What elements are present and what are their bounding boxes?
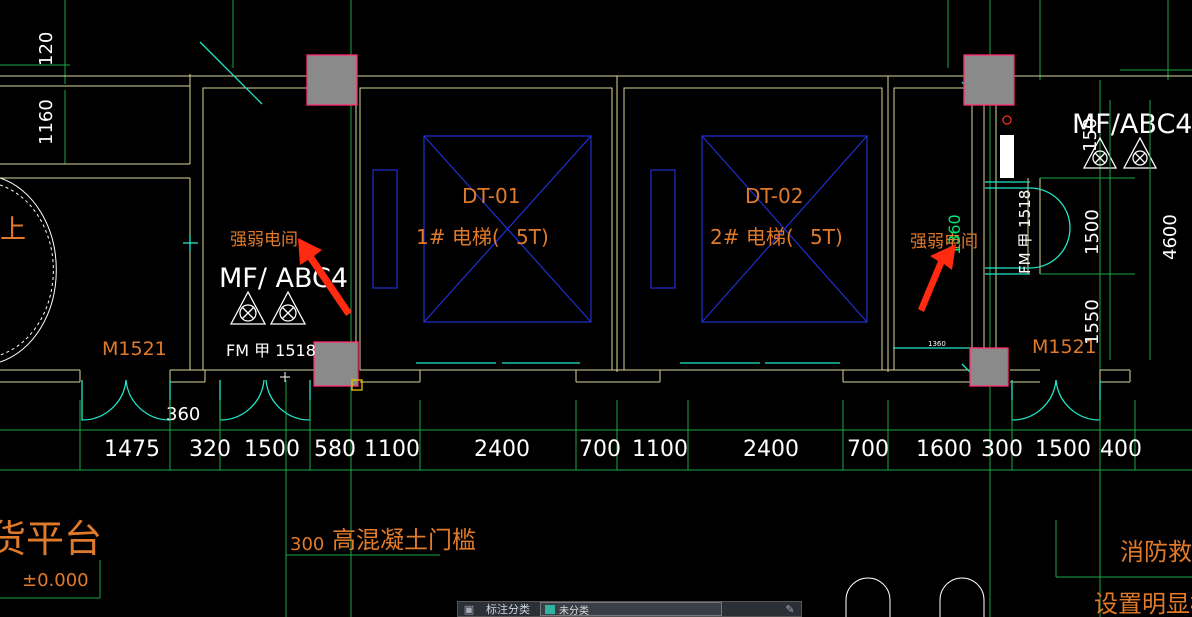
right-dim-150: 150: [1080, 118, 1101, 152]
dim-1500-2: 1500: [1035, 437, 1091, 462]
platform-label: 货平台: [0, 517, 102, 561]
door-partial-dim: 360: [166, 404, 200, 425]
category-selected-value: 未分类: [559, 605, 589, 617]
layer-icon[interactable]: ▣: [463, 602, 475, 616]
right-dim-1500: 1500: [1082, 209, 1103, 255]
right-red-marker: [1002, 115, 1012, 125]
crosshair-marker: [280, 372, 290, 382]
annotation-category-label: 标注分类: [486, 603, 530, 616]
door-left-label: M1521: [102, 338, 167, 360]
annotation-category-toolbar: ▣ 标注分类 未分类 ✎: [457, 601, 802, 617]
door-right-label: M1521: [1032, 336, 1097, 358]
right-white-block: [1000, 135, 1014, 178]
left-dim-1160: 1160: [36, 99, 57, 145]
right-room-vertical-dim: 1360: [945, 214, 964, 255]
dim-1500: 1500: [244, 437, 300, 462]
small-dim: 1360: [928, 340, 946, 348]
bottom-dims: 1475 320 1500 580 1100 2400 700 1100 240…: [104, 437, 1142, 462]
bottom-dim-line: [0, 400, 1192, 470]
sill-text: 高混凝土门槛: [332, 526, 476, 554]
dim-1100: 1100: [364, 437, 420, 462]
dim-700: 700: [579, 437, 621, 462]
category-select[interactable]: 未分类: [540, 602, 722, 617]
right-dim-lines: [1040, 100, 1151, 360]
platform-elevation: ±0.000: [22, 570, 89, 591]
extinguisher-right-label: MF/ABC4: [1072, 109, 1192, 140]
elevator-2-capacity: 5T): [810, 225, 843, 249]
dim-320: 320: [189, 437, 231, 462]
left-dim-120: 120: [36, 32, 57, 66]
elevator-1-code: DT-01: [462, 184, 520, 208]
category-color-swatch: [545, 604, 555, 614]
dim-580: 580: [314, 437, 356, 462]
dim-300: 300: [981, 437, 1023, 462]
edit-icon[interactable]: ✎: [785, 602, 795, 616]
dim-1100-2: 1100: [632, 437, 688, 462]
dim-700-2: 700: [847, 437, 889, 462]
right-dim-1550: 1550: [1082, 299, 1103, 345]
fire-door-left-label: FM 甲 1518: [226, 341, 316, 360]
left-room-label: 强弱电间: [230, 230, 298, 250]
dim-2400-2: 2400: [743, 437, 799, 462]
structural-columns: [306, 54, 1015, 387]
right-dim-4600: 4600: [1160, 214, 1181, 260]
dim-400: 400: [1100, 437, 1142, 462]
right-room-label: 强弱电间: [910, 232, 978, 252]
elevator-1-capacity: 5T): [516, 225, 549, 249]
left-stair-char: 上: [0, 215, 26, 245]
fire-door-right-label: FM 甲 1518: [1016, 190, 1034, 274]
elevator-2-code: DT-02: [745, 184, 803, 208]
right-note-2: 设置明显标志: [1094, 590, 1192, 617]
elevator-2-label: 2# 电梯(: [710, 225, 794, 249]
left-stair-curve: [0, 177, 57, 363]
grip-marker[interactable]: [351, 379, 363, 391]
extinguisher-left-symbol: [229, 290, 307, 325]
extinguisher-right-symbol: [1082, 136, 1158, 169]
dim-2400: 2400: [474, 437, 530, 462]
elevator-shafts: [372, 135, 868, 323]
bottom-arcs: [845, 577, 985, 617]
right-note-1: 消防救援: [1120, 538, 1192, 566]
red-arrow-icon: [298, 238, 352, 316]
dim-1600: 1600: [916, 437, 972, 462]
dim-1475: 1475: [104, 437, 160, 462]
elevator-1-label: 1# 电梯(: [416, 225, 500, 249]
red-arrow-icon-2: [918, 244, 956, 312]
sill-value: 300: [290, 534, 324, 555]
